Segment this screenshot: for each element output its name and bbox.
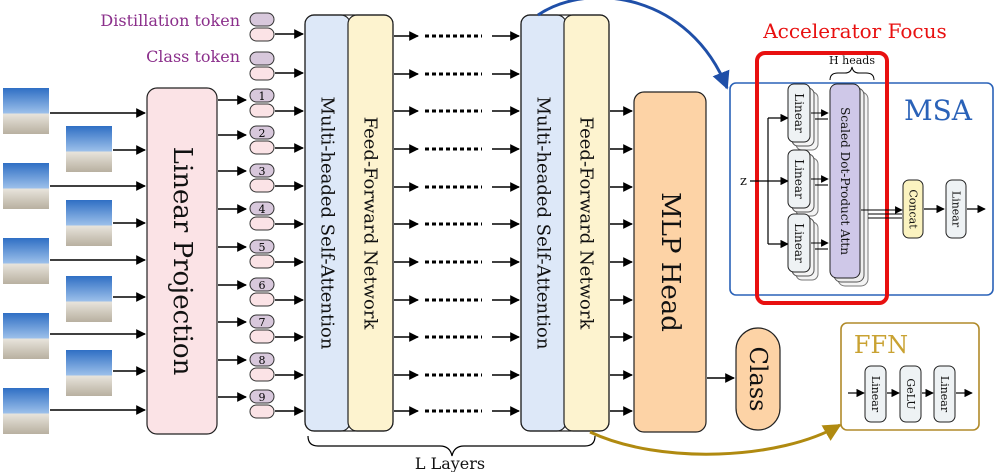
ffn-linear-2-block bbox=[933, 365, 956, 423]
patch-token: 2 bbox=[249, 125, 275, 155]
patch-token: 8 bbox=[249, 352, 275, 382]
heads-brace bbox=[829, 66, 875, 81]
ffn-detail-connector bbox=[589, 423, 842, 456]
patch-token: 9 bbox=[249, 389, 275, 419]
accelerator-focus-box bbox=[755, 51, 889, 305]
class-output-label: Class bbox=[744, 347, 772, 412]
image-patch bbox=[3, 388, 49, 434]
linear-label: Linear bbox=[792, 159, 806, 199]
ffn-linear-1-label: Linear bbox=[869, 376, 882, 413]
attn-to-concat-arrows bbox=[861, 206, 903, 219]
svg-text:7: 7 bbox=[259, 316, 266, 329]
svg-text:5: 5 bbox=[259, 241, 266, 254]
attention-label: Scaled Dot-Product Attn bbox=[838, 107, 852, 255]
layers-label: L Layers bbox=[415, 454, 485, 472]
patch-token: 6 bbox=[249, 277, 275, 307]
patch-tokens: 1 2 3 4 5 6 7 bbox=[249, 88, 275, 419]
linear-to-attn-arrows bbox=[811, 109, 829, 250]
mlp-arrows bbox=[610, 106, 633, 416]
ffn-linear-2-label: Linear bbox=[938, 376, 951, 413]
class-token bbox=[249, 51, 275, 81]
projection-arrows bbox=[218, 95, 247, 402]
linear-stack-3: Linear bbox=[787, 213, 819, 281]
mlp-head-block bbox=[633, 91, 707, 433]
svg-text:4: 4 bbox=[259, 203, 266, 216]
mlp-head-label: MLP Head bbox=[655, 192, 685, 332]
attention-stack: Scaled Dot-Product Attn bbox=[829, 83, 869, 287]
linear-label: Linear bbox=[792, 223, 806, 263]
output-linear-label: Linear bbox=[950, 191, 963, 228]
ffn-detail-title: FFN bbox=[854, 331, 908, 359]
class-output-block bbox=[735, 327, 781, 431]
linear-projection-label: Linear Projection bbox=[167, 147, 197, 376]
msa-detail-connector bbox=[537, 0, 730, 90]
svg-text:1: 1 bbox=[259, 90, 266, 103]
image-patch bbox=[66, 126, 112, 172]
token-arrows bbox=[275, 29, 304, 416]
linear-stack-1: Linear bbox=[787, 83, 819, 151]
gelu-label: GeLU bbox=[904, 378, 917, 409]
image-patch bbox=[66, 200, 112, 246]
gelu-block bbox=[899, 365, 922, 423]
msa-label-1: Multi-headed Self-Attention bbox=[317, 97, 338, 350]
concat-block bbox=[902, 179, 924, 239]
msa-input-arrows bbox=[750, 113, 789, 249]
heads-label: H heads bbox=[829, 54, 875, 67]
layer-connectors bbox=[394, 31, 520, 416]
encoder-layer-L: Multi-headed Self-Attention Feed-Forward… bbox=[520, 14, 610, 432]
patch-token: 5 bbox=[249, 239, 275, 269]
encoder-layer-1: Multi-headed Self-Attention Feed-Forward… bbox=[304, 14, 394, 432]
patch-token: 7 bbox=[249, 314, 275, 344]
msa-label-L: Multi-headed Self-Attention bbox=[533, 97, 554, 350]
patch-token: 1 bbox=[249, 88, 275, 118]
svg-text:3: 3 bbox=[259, 165, 266, 178]
ffn-linear-1-block bbox=[864, 365, 887, 423]
patch-token: 4 bbox=[249, 201, 275, 231]
svg-text:2: 2 bbox=[259, 127, 266, 140]
linear-projection-block bbox=[146, 87, 218, 435]
class-token-label: Class token bbox=[146, 47, 240, 66]
svg-text:8: 8 bbox=[259, 354, 266, 367]
patch-arrows bbox=[50, 108, 146, 415]
msa-input-label: z bbox=[740, 174, 747, 189]
image-patch bbox=[3, 163, 49, 209]
image-patch bbox=[3, 313, 49, 359]
concat-label: Concat bbox=[907, 189, 920, 229]
svg-text:6: 6 bbox=[259, 279, 266, 292]
image-patch bbox=[66, 350, 112, 396]
image-patch bbox=[3, 238, 49, 284]
image-patch bbox=[66, 276, 112, 322]
image-patches bbox=[3, 88, 112, 434]
patch-token: 3 bbox=[249, 163, 275, 193]
image-patch bbox=[3, 88, 49, 134]
distillation-token-label: Distillation token bbox=[100, 11, 240, 30]
msa-detail-title: MSA bbox=[904, 94, 973, 127]
accelerator-focus-title: Accelerator Focus bbox=[762, 19, 947, 43]
svg-text:9: 9 bbox=[259, 391, 266, 404]
ffn-label-1: Feed-Forward Network bbox=[360, 117, 381, 331]
output-linear-block bbox=[945, 179, 967, 239]
layers-brace bbox=[307, 435, 596, 457]
ffn-label-L: Feed-Forward Network bbox=[576, 117, 597, 331]
linear-stack-2: Linear bbox=[787, 149, 819, 217]
distillation-token bbox=[249, 12, 275, 42]
linear-label: Linear bbox=[792, 93, 806, 133]
